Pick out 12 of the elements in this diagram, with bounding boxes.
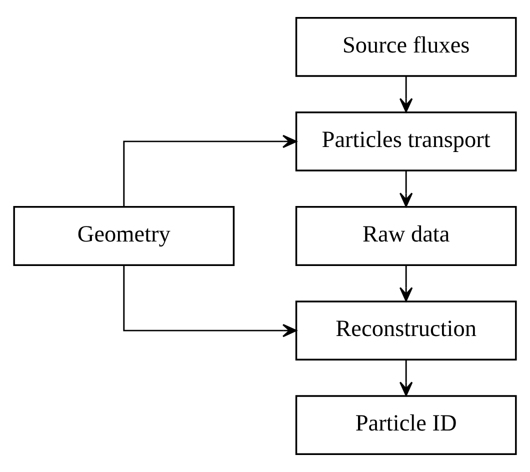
arrow bbox=[399, 265, 413, 302]
node-box: Geometry bbox=[13, 206, 235, 266]
node-box: Particle ID bbox=[295, 395, 517, 456]
node-box: Reconstruction bbox=[295, 300, 517, 360]
arrow bbox=[123, 265, 297, 338]
arrow bbox=[399, 76, 413, 112]
node-box: Particles transport bbox=[295, 112, 517, 172]
node-box: Source fluxes bbox=[295, 16, 517, 77]
arrow bbox=[123, 134, 297, 207]
arrow bbox=[399, 170, 413, 208]
arrow bbox=[399, 360, 413, 396]
node-box: Raw data bbox=[295, 206, 517, 266]
